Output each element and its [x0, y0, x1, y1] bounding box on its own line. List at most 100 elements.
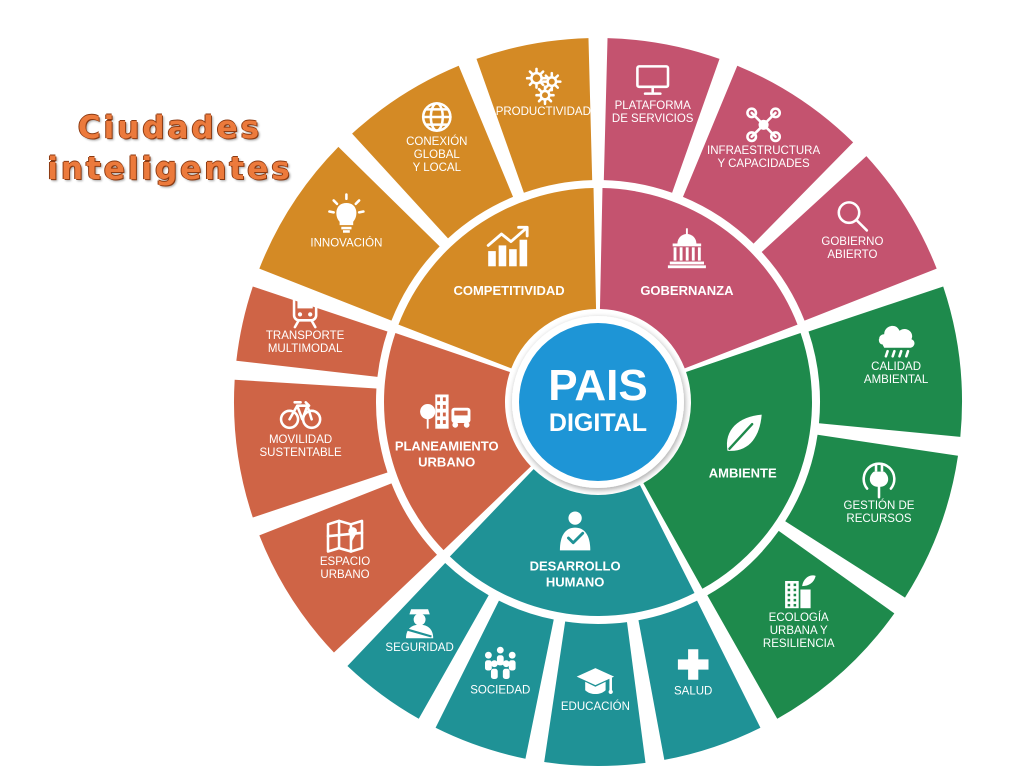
person-check-icon	[559, 511, 591, 551]
segment-competitividad-2-label-line-1: CONEXIÓN	[406, 135, 467, 148]
segment-gobernanza-3-label-line-1: GOBIERNO	[821, 236, 883, 248]
segment-ambiente-3-label-line-1: ECOLOGÍA	[769, 611, 829, 624]
segment-desarrollo-4: SEGURIDAD	[347, 563, 489, 719]
sector-desarrollo-name-line-1: DESARROLLO	[530, 558, 621, 573]
segment-gobernanza-3-label-line-2: ABIERTO	[827, 249, 877, 261]
globe-icon	[421, 102, 452, 132]
title-line-2: inteligentes	[47, 151, 293, 187]
segment-competitividad-1-label-line-1: INNOVACIÓN	[310, 237, 382, 250]
segment-competitividad-2-shape	[352, 65, 514, 239]
sector-ambiente: AMBIENTE	[643, 333, 812, 589]
segment-ambiente-1-label-line-1: CALIDAD	[871, 361, 921, 373]
gears-icon	[525, 67, 562, 105]
segment-gobernanza-2-label-line-2: Y CAPACIDADES	[717, 158, 810, 170]
segment-planeamiento-2-label-line-2: SUSTENTABLE	[259, 447, 342, 459]
segment-desarrollo-2-label-line-1: EDUCACIÓN	[561, 700, 630, 713]
segment-desarrollo-3-label-line-1: SOCIEDAD	[470, 685, 530, 697]
segment-desarrollo-1-label-line-1: SALUD	[674, 686, 712, 698]
monitor-icon	[636, 65, 670, 95]
segment-ambiente-2-label-line-2: RECURSOS	[846, 513, 912, 525]
segment-desarrollo-2: EDUCACIÓN	[544, 621, 646, 767]
segment-competitividad-2-label-line-2: GLOBAL	[414, 149, 461, 161]
segment-gobernanza-1-shape	[603, 38, 720, 193]
segment-planeamiento-3-label-line-2: MULTIMODAL	[268, 343, 343, 355]
police-officer-icon	[406, 609, 434, 639]
sector-planeamiento-shape	[384, 333, 531, 551]
center-hub-fill	[519, 323, 677, 481]
lightbulb-icon	[328, 193, 365, 233]
center-hub: PAIS DIGITAL	[512, 316, 684, 488]
segment-ambiente-2-shape	[785, 434, 958, 598]
segment-planeamiento-3-shape	[236, 286, 388, 377]
segment-ambiente-1-shape	[808, 286, 962, 437]
segment-ambiente-3-label-line-3: RESILIENCIA	[763, 638, 835, 650]
city-icon	[420, 394, 471, 429]
segment-competitividad-3: PRODUCTIVIDAD	[476, 38, 593, 193]
center-title: PAIS	[548, 361, 647, 410]
segment-gobernanza-3-shape	[761, 156, 937, 321]
sector-competitividad-name-line-1: COMPETITIVIDAD	[453, 283, 564, 298]
sector-competitividad: COMPETITIVIDAD	[398, 188, 597, 369]
segment-gobernanza-2-label-line-1: INFRAESTRUCTURA	[707, 145, 820, 157]
eco-plug-icon	[862, 462, 896, 499]
sector-gobernanza-shape	[599, 188, 798, 369]
people-group-icon	[485, 646, 516, 679]
sector-desarrollo-name-line-2: HUMANO	[546, 574, 605, 589]
segment-desarrollo-1: SALUD	[638, 600, 761, 760]
segment-desarrollo-3: SOCIEDAD	[435, 600, 554, 759]
cloud-rain-icon	[875, 325, 915, 358]
segment-competitividad-1: INNOVACIÓN	[259, 146, 440, 321]
segment-ambiente-1-label-line-2: AMBIENTAL	[864, 374, 929, 386]
train-icon	[292, 290, 318, 329]
segment-desarrollo-3-shape	[435, 600, 554, 759]
inner-ring: COMPETITIVIDAD GOBERNANZA AMBIENTE DESARROL…	[384, 188, 812, 617]
sector-ambiente-shape	[643, 333, 812, 589]
segment-planeamiento-1-shape	[259, 483, 437, 653]
segment-gobernanza-1-label-line-2: DE SERVICIOS	[612, 113, 694, 125]
segment-planeamiento-2-label-line-1: MOVILIDAD	[269, 434, 332, 446]
segment-ambiente-3-label-line-2: URBANA Y	[770, 625, 828, 637]
growth-chart-icon	[486, 225, 529, 267]
segment-competitividad-3-label-line-1: PRODUCTIVIDAD	[496, 106, 591, 118]
sector-competitividad-shape	[398, 188, 597, 369]
segment-ambiente-3-shape	[707, 530, 895, 719]
sector-gobernanza-name-line-1: GOBERNANZA	[640, 283, 734, 298]
segment-planeamiento-1-label-line-1: ESPACIO	[320, 556, 370, 568]
segment-planeamiento-1-label-line-2: URBANO	[320, 569, 369, 581]
green-building-icon	[785, 575, 816, 609]
sector-gobernanza: GOBERNANZA	[599, 188, 798, 369]
segment-planeamiento-2-shape	[234, 379, 388, 518]
sector-planeamiento-name-line-1: PLANEAMIENTO	[395, 439, 499, 454]
network-icon	[746, 107, 782, 143]
medical-cross-icon	[677, 649, 709, 680]
page-title: Ciudades inteligentes	[40, 108, 300, 190]
segment-competitividad-2-label-line-3: Y LOCAL	[413, 162, 462, 174]
segment-desarrollo-4-label-line-1: SEGURIDAD	[385, 642, 453, 654]
sector-ambiente-name-line-1: AMBIENTE	[709, 466, 777, 481]
segment-gobernanza-1-label-line-1: PLATAFORMA	[615, 100, 692, 112]
segment-desarrollo-4-shape	[347, 563, 489, 719]
segment-desarrollo-1-shape	[638, 600, 761, 760]
magnifier-icon	[837, 201, 869, 232]
center-subtitle: DIGITAL	[549, 409, 647, 437]
leaf-icon	[726, 414, 762, 451]
map-icon	[326, 519, 364, 553]
segment-ambiente-2-label-line-1: GESTIÓN DE	[844, 499, 915, 512]
bicycle-icon	[279, 401, 322, 430]
sector-planeamiento-name-line-2: URBANO	[418, 455, 475, 470]
segment-gobernanza-2-shape	[682, 65, 854, 244]
